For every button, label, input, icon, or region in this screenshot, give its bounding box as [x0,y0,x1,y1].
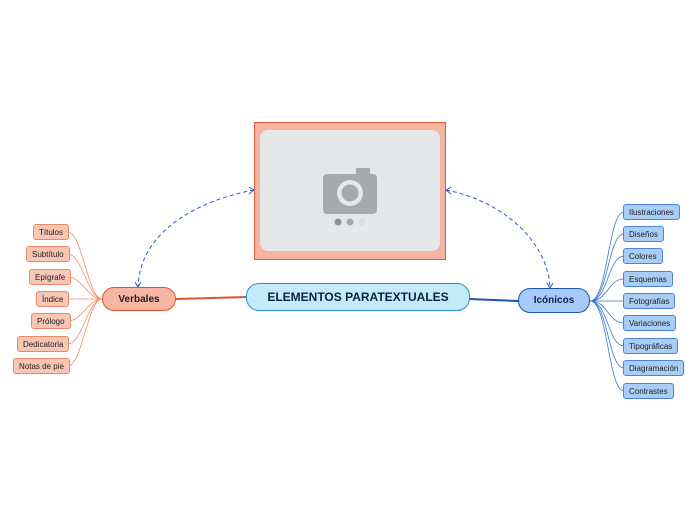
branch-verbales[interactable]: Verbales [102,287,176,311]
topic-fotografias[interactable]: Fotografías [623,293,676,309]
image-node[interactable] [254,122,446,260]
topic-ilustraciones[interactable]: Ilustraciones [623,204,680,220]
carousel-dot[interactable] [358,218,366,226]
central-to-iconicos-link [468,298,519,302]
branch-iconicos[interactable]: Icónicos [518,288,590,313]
topic-prologo[interactable]: Prólogo [31,313,71,329]
topic-diagramacion[interactable]: Diagramación [623,360,685,376]
topic-disenos[interactable]: Diseños [623,226,664,242]
relationship-links [137,189,551,289]
topic-colores[interactable]: Colores [623,248,663,264]
central-topic[interactable]: ELEMENTOS PARATEXTUALES [246,283,470,311]
camera-icon [323,168,377,226]
central-to-verbales-link [175,296,248,300]
topic-tipograficas[interactable]: Tipográficas [623,338,679,354]
topic-contrastes[interactable]: Contrastes [623,383,674,399]
topic-titulos[interactable]: Títulos [33,224,70,240]
left-leaf-connectors [67,231,103,367]
image-placeholder [260,130,440,251]
carousel-dot[interactable] [346,218,354,226]
topic-esquemas[interactable]: Esquemas [623,271,673,287]
right-leaf-connectors [589,211,625,392]
topic-notas-de-pie[interactable]: Notas de pie [13,358,70,374]
topic-subtitulo[interactable]: Subtítulo [26,246,70,262]
topic-variaciones[interactable]: Variaciones [623,315,677,331]
carousel-dot[interactable] [334,218,342,226]
topic-dedicatoria[interactable]: Dedicatoria [17,336,70,352]
topic-indice[interactable]: Índice [36,291,70,307]
topic-epigrafe[interactable]: Epígrafe [29,269,72,285]
